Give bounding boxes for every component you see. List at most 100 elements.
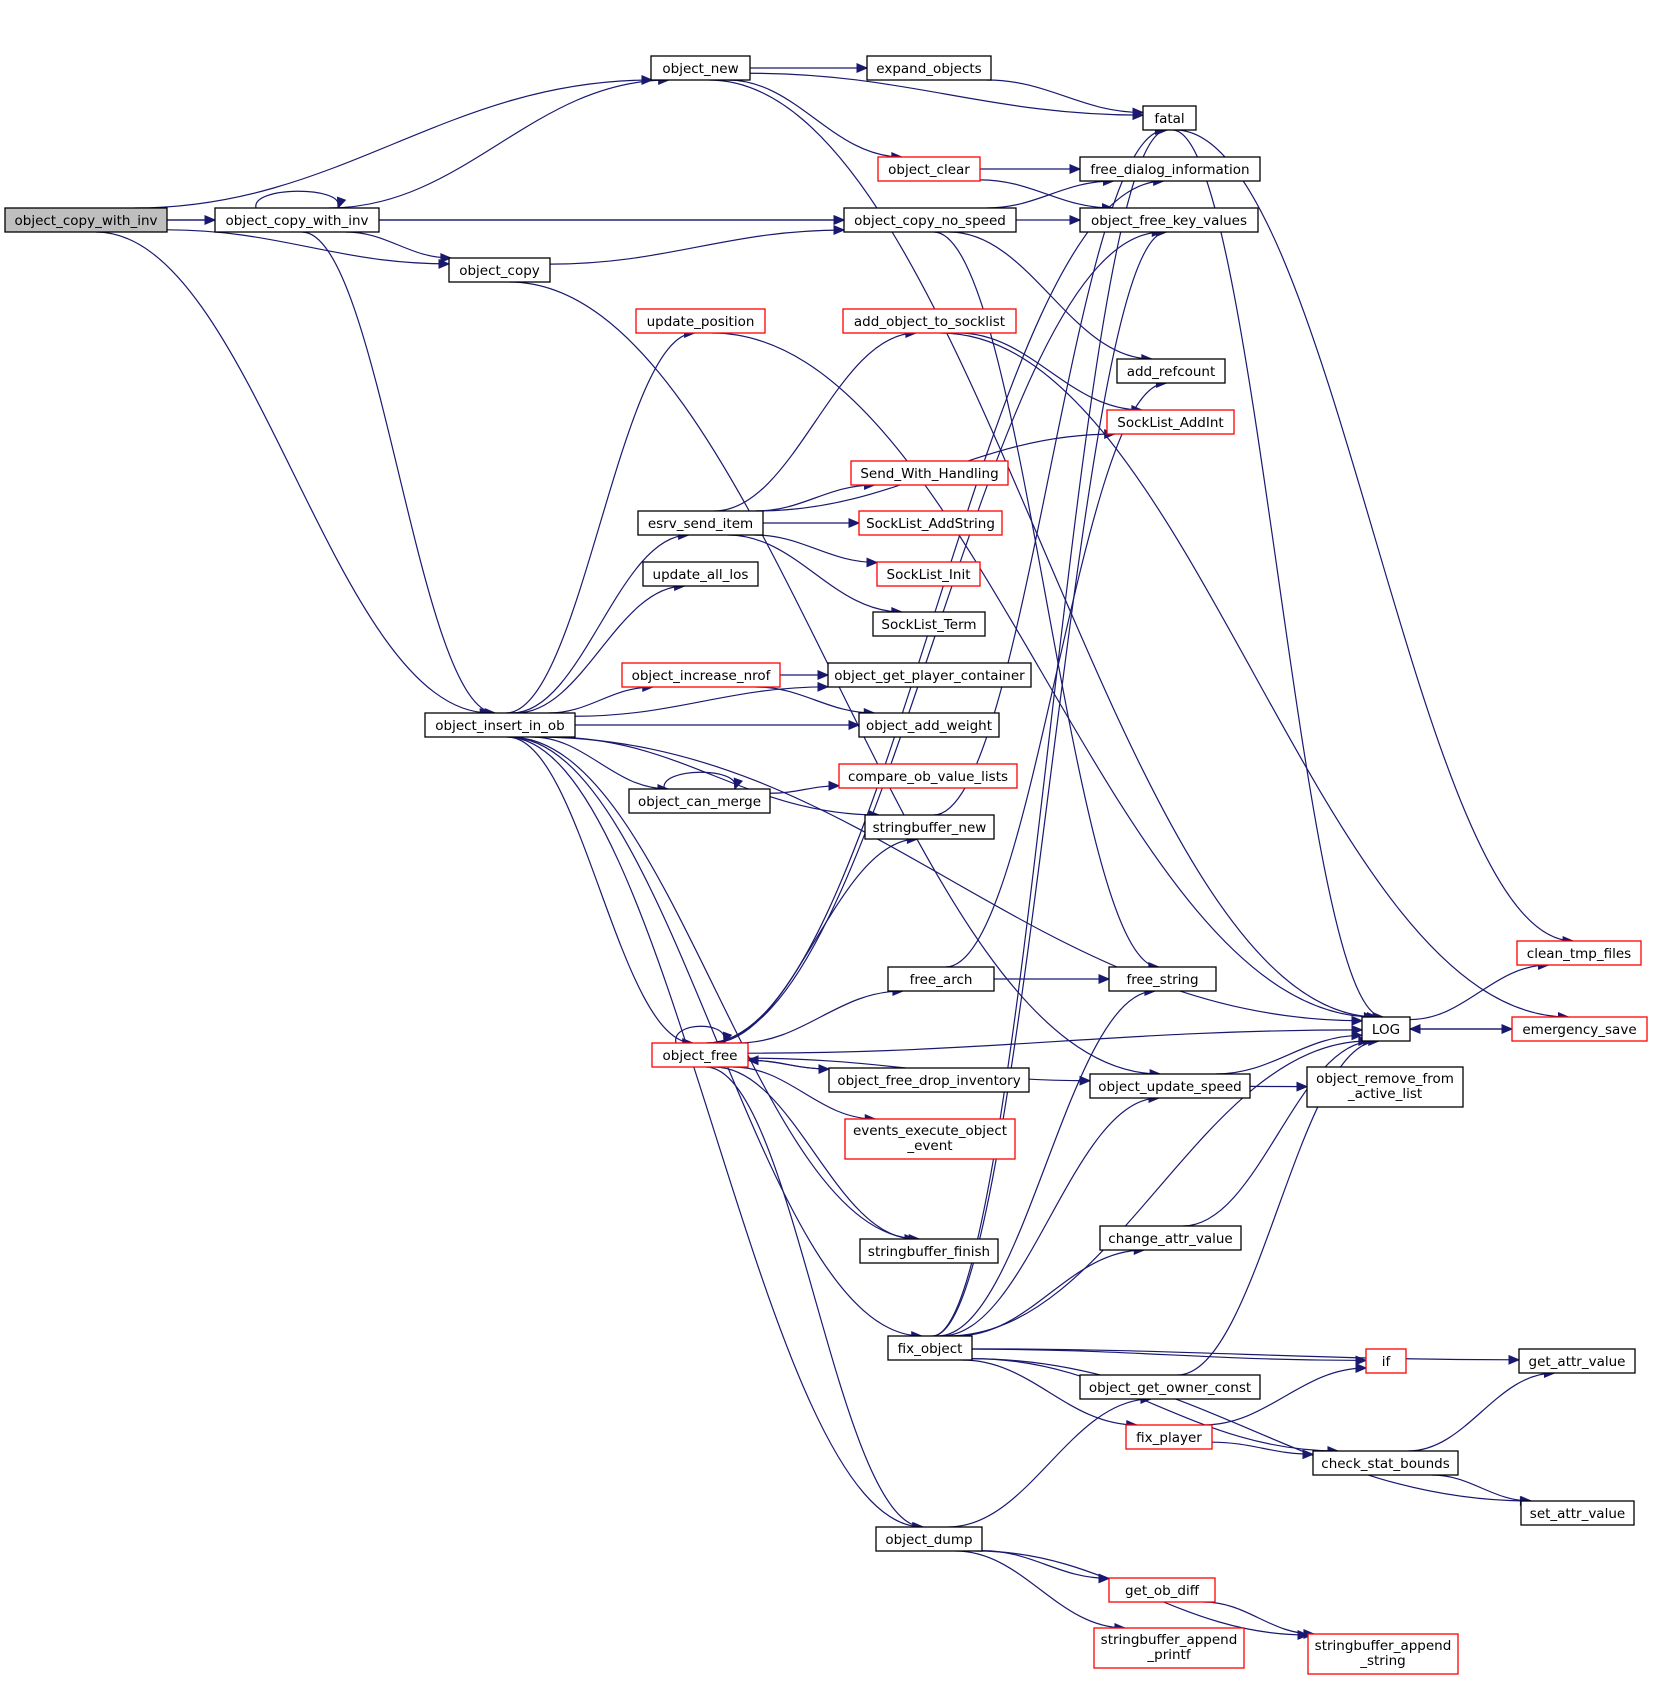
node-if[interactable]: if — [1365, 1348, 1407, 1374]
node-label: object_increase_nrof — [632, 668, 772, 684]
edge-esrv-to-slinit — [754, 534, 879, 568]
node-ogoc[interactable]: object_get_owner_const — [1079, 1374, 1261, 1400]
node-label: free_arch — [910, 972, 973, 988]
node-box — [1079, 1374, 1261, 1400]
node-addobj[interactable]: add_object_to_socklist — [842, 308, 1017, 334]
node-label: object_copy_with_inv — [225, 213, 368, 229]
edge-oiio-to-ogpc — [574, 681, 830, 717]
node-box — [448, 257, 551, 283]
node-ofkv[interactable]: object_free_key_values — [1079, 207, 1259, 233]
node-box — [859, 1238, 999, 1264]
node-farch[interactable]: free_arch — [887, 966, 995, 992]
node-emsave[interactable]: emergency_save — [1511, 1016, 1648, 1042]
node-label: object_free_drop_inventory — [837, 1073, 1020, 1089]
node-sbnew[interactable]: stringbuffer_new — [864, 814, 995, 840]
node-fstr[interactable]: free_string — [1108, 966, 1217, 992]
node-box — [838, 763, 1018, 789]
node-log[interactable]: LOG — [1361, 1016, 1411, 1042]
node-label: stringbuffer_append — [1315, 1638, 1452, 1654]
node-fixobj[interactable]: fix_object — [887, 1335, 973, 1361]
edge-odump-to-gobd — [981, 1550, 1111, 1584]
edge-oiio-to-oaw — [574, 720, 861, 730]
node-label: object_copy — [459, 263, 540, 279]
node-ocm[interactable]: object_can_merge — [628, 788, 771, 814]
node-ocwi2[interactable]: object_copy_with_inv — [214, 207, 380, 233]
edge-ofdi-to-ofree — [746, 1055, 830, 1070]
node-sbfin[interactable]: stringbuffer_finish — [859, 1238, 999, 1264]
node-slinit[interactable]: SockList_Init — [876, 561, 981, 587]
node-box — [621, 662, 781, 688]
edge-ocm-to-covl — [769, 780, 841, 794]
node-ofree[interactable]: object_free — [651, 1042, 749, 1068]
node-ofdi[interactable]: object_free_drop_inventory — [828, 1067, 1030, 1093]
edge-ocm-to-ocm — [663, 771, 744, 791]
node-label: object_clear — [888, 162, 970, 178]
node-cav[interactable]: change_attr_value — [1099, 1225, 1242, 1251]
edge-onew-to-oclear — [727, 79, 904, 162]
node-swh[interactable]: Send_With_Handling — [850, 460, 1009, 486]
node-root[interactable]: object_copy_with_inv — [4, 207, 168, 233]
node-ocopy[interactable]: object_copy — [448, 257, 551, 283]
node-onew[interactable]: object_new — [650, 55, 751, 81]
edge-updpos-to-log — [712, 332, 1376, 1022]
node-addref[interactable]: add_refcount — [1116, 358, 1226, 384]
node-fixpl[interactable]: fix_player — [1125, 1424, 1213, 1450]
node-label: set_attr_value — [1530, 1506, 1625, 1522]
edge-ocwi2-to-oiio — [301, 231, 497, 718]
node-label: clean_tmp_files — [1527, 946, 1631, 962]
edge-farch-to-fstr — [994, 974, 1111, 984]
node-slterm[interactable]: SockList_Term — [872, 611, 986, 637]
node-odump[interactable]: object_dump — [875, 1526, 983, 1552]
edge-fixobj-to-fstr — [937, 986, 1157, 1337]
node-box — [650, 55, 751, 81]
node-esrv[interactable]: esrv_send_item — [637, 510, 764, 536]
node-label: object_add_weight — [866, 718, 992, 734]
node-box — [1093, 1627, 1245, 1669]
node-sladdstr[interactable]: SockList_AddString — [858, 510, 1003, 536]
node-eeoe[interactable]: events_execute_object_event — [844, 1118, 1016, 1160]
node-fatal[interactable]: fatal — [1142, 105, 1197, 131]
node-box — [642, 561, 759, 587]
node-label: stringbuffer_finish — [868, 1244, 990, 1260]
edge-layer — [95, 63, 1575, 1640]
node-box — [877, 156, 981, 182]
node-ual[interactable]: update_all_los — [642, 561, 759, 587]
node-sbas[interactable]: stringbuffer_append_string — [1307, 1633, 1459, 1675]
node-csb[interactable]: check_stat_bounds — [1312, 1450, 1459, 1476]
node-orfal[interactable]: object_remove_from_active_list — [1306, 1066, 1464, 1108]
node-sav[interactable]: set_attr_value — [1520, 1500, 1635, 1526]
node-sbap[interactable]: stringbuffer_append_printf — [1093, 1627, 1245, 1669]
edge-fixpl-to-csb — [1211, 1441, 1315, 1460]
node-label: object_dump — [885, 1532, 972, 1548]
node-label: object_get_player_container — [834, 668, 1025, 684]
node-oiio[interactable]: object_insert_in_ob — [424, 712, 576, 738]
node-oclear[interactable]: object_clear — [877, 156, 981, 182]
node-label: if — [1382, 1354, 1392, 1370]
edge-fatal-to-ctf — [1175, 129, 1575, 946]
node-label: stringbuffer_append — [1101, 1632, 1238, 1648]
node-covl[interactable]: compare_ob_value_lists — [838, 763, 1018, 789]
node-ctf[interactable]: clean_tmp_files — [1516, 940, 1642, 966]
node-oaw[interactable]: object_add_weight — [858, 712, 1000, 738]
node-label: object_copy_no_speed — [854, 213, 1006, 229]
node-ogpc[interactable]: object_get_player_container — [827, 662, 1032, 688]
node-label: object_copy_with_inv — [14, 213, 157, 229]
node-fdi[interactable]: free_dialog_information — [1079, 156, 1261, 182]
edge-odump-to-ogoc — [948, 1394, 1153, 1528]
node-ous[interactable]: object_update_speed — [1089, 1073, 1251, 1099]
node-box — [843, 207, 1017, 233]
node-box — [424, 712, 576, 738]
node-gav[interactable]: get_attr_value — [1518, 1348, 1636, 1374]
node-gobd[interactable]: get_ob_diff — [1108, 1577, 1216, 1603]
edge-ocwi2-to-ocns — [379, 215, 846, 225]
node-updpos[interactable]: update_position — [635, 308, 766, 334]
node-label: SockList_Term — [881, 617, 976, 633]
edge-fatal-to-log — [1172, 129, 1385, 1022]
node-ocns[interactable]: object_copy_no_speed — [843, 207, 1017, 233]
node-sladdint[interactable]: SockList_AddInt — [1106, 409, 1235, 435]
edge-oiio-to-ual — [515, 581, 686, 714]
node-expand[interactable]: expand_objects — [866, 55, 992, 81]
node-box — [1079, 207, 1259, 233]
node-oin[interactable]: object_increase_nrof — [621, 662, 781, 688]
edge-ocwi2-to-ocwi2 — [255, 190, 347, 210]
